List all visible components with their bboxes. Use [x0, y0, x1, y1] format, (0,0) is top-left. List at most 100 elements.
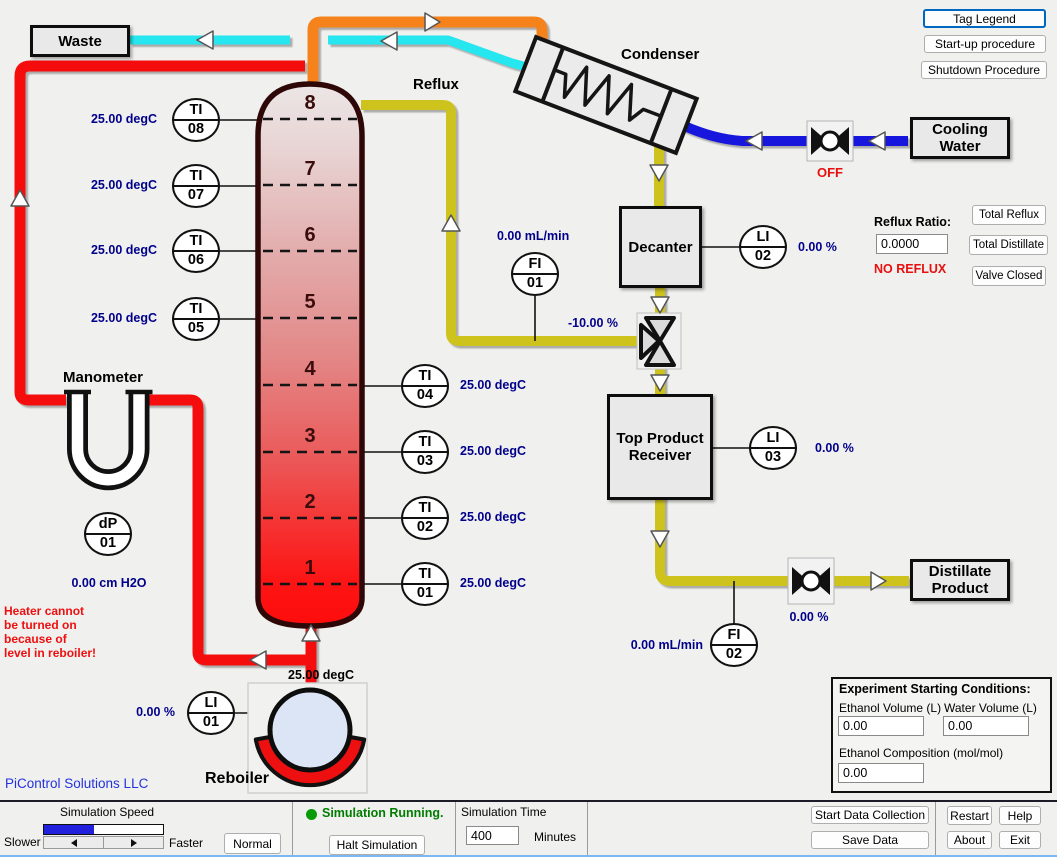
save-data-button[interactable]: Save Data — [811, 831, 929, 849]
faster-label: Faster — [169, 836, 204, 850]
ti03-value: 25.00 degC — [460, 444, 527, 458]
receiver-label: Top Product Receiver — [616, 430, 704, 464]
indicator-ti06: TI 06 — [172, 229, 220, 273]
tray-number-4: 4 — [304, 358, 316, 380]
hot-arrow-left — [249, 650, 267, 670]
indicator-fi02: FI 02 — [710, 623, 758, 667]
num: 04 — [416, 387, 434, 403]
brand-text: PiControl Solutions LLC — [5, 776, 149, 791]
distillate-valve[interactable] — [787, 557, 835, 605]
top-product-receiver-box: Top Product Receiver — [607, 394, 713, 500]
tag: LI — [751, 428, 795, 449]
start-data-collection-button[interactable]: Start Data Collection — [811, 806, 929, 824]
dp01-value: 0.00 cm H2O — [71, 576, 147, 590]
ethanol-volume-input[interactable] — [838, 716, 924, 736]
num: 06 — [187, 252, 205, 268]
reflux-valve-value: -10.00 % — [567, 316, 618, 330]
condenser-exchanger — [512, 34, 700, 156]
decanter-out-arrow-down — [650, 296, 670, 314]
num: 01 — [416, 585, 434, 601]
reflux-label: Reflux — [413, 76, 459, 93]
decanter-label: Decanter — [628, 238, 693, 256]
water-volume-label: Water Volume (L) — [944, 701, 1037, 715]
cooling-water-valve[interactable] — [806, 120, 854, 162]
restart-button[interactable]: Restart — [947, 806, 992, 825]
valve-out-arrow-down — [650, 374, 670, 392]
about-button[interactable]: About — [947, 831, 992, 849]
coolant-arrow-left — [196, 30, 214, 50]
num: 01 — [99, 535, 117, 551]
ti02-value: 25.00 degC — [460, 510, 527, 524]
help-button[interactable]: Help — [999, 806, 1041, 825]
tag: LI — [189, 693, 233, 714]
tag: TI — [174, 231, 218, 252]
normal-speed-button[interactable]: Normal — [224, 833, 281, 854]
num: 07 — [187, 187, 205, 203]
distillation-column — [255, 81, 365, 629]
indicator-ti08: TI 08 — [172, 98, 220, 142]
flow-arrows — [10, 12, 887, 670]
slower-label: Slower — [4, 835, 41, 849]
speed-scroll-left-button[interactable] — [43, 836, 104, 849]
heater-warning-line: level in reboiler! — [4, 646, 97, 660]
reflux-three-way-valve[interactable] — [636, 312, 682, 370]
reboiler-label: Reboiler — [205, 770, 270, 787]
reflux-arrow-up — [441, 214, 461, 232]
indicator-ti02: TI 02 — [401, 496, 449, 540]
decanter-box: Decanter — [619, 206, 702, 288]
tag: TI — [403, 432, 447, 453]
indicator-fi01: FI 01 — [511, 252, 559, 296]
num: 03 — [416, 453, 434, 469]
li03-value: 0.00 % — [815, 441, 854, 455]
ethanol-volume-label: Ethanol Volume (L) — [839, 701, 942, 715]
heater-warning-line: be turned on — [4, 618, 77, 632]
tag: TI — [403, 498, 447, 519]
num: 01 — [202, 714, 220, 730]
tag: LI — [741, 227, 785, 248]
reflux-ratio-input[interactable] — [876, 234, 948, 254]
tray-number-6: 6 — [304, 224, 316, 246]
halt-simulation-button[interactable]: Halt Simulation — [329, 835, 425, 855]
ethanol-composition-input[interactable] — [838, 763, 924, 783]
tray-number-8: 8 — [304, 92, 316, 114]
hot-arrow-up — [301, 624, 321, 642]
ti08-value: 25.00 degC — [90, 112, 157, 126]
waste-label: Waste — [58, 32, 102, 50]
tag: TI — [403, 564, 447, 585]
water-volume-input[interactable] — [943, 716, 1029, 736]
condenser-label: Condenser — [621, 46, 700, 63]
tray-number-5: 5 — [304, 291, 316, 313]
cooling-valve-state: OFF — [817, 165, 843, 180]
tray-number-1: 1 — [304, 557, 316, 579]
num: 03 — [764, 449, 782, 465]
experiment-title: Experiment Starting Conditions: — [839, 682, 1031, 696]
tag: TI — [174, 166, 218, 187]
reflux-ratio-label: Reflux Ratio: — [874, 215, 952, 229]
valve-closed-button[interactable]: Valve Closed — [972, 266, 1046, 286]
coolant-arrow-left — [380, 31, 398, 51]
speed-scroll-right-button[interactable] — [103, 836, 164, 849]
exit-button[interactable]: Exit — [999, 831, 1041, 849]
reboiler-vessel — [247, 682, 368, 794]
distillate-valve-value: 0.00 % — [789, 610, 829, 624]
simulation-speed-label: Simulation Speed — [60, 805, 155, 819]
simulation-status-text: Simulation Running. — [322, 806, 444, 820]
tray-number-2: 2 — [304, 491, 316, 513]
indicator-ti05: TI 05 — [172, 297, 220, 341]
vapor-arrow-right — [424, 12, 441, 32]
distillate-product-label: Distillate Product — [928, 563, 992, 597]
simulation-time-label: Simulation Time — [461, 805, 547, 819]
ti06-value: 25.00 degC — [90, 243, 157, 257]
condensate-arrow-down — [649, 164, 669, 182]
manometer-utube — [64, 389, 153, 491]
num: 02 — [725, 646, 743, 662]
tag-legend-button[interactable]: Tag Legend — [923, 9, 1046, 28]
simulation-time-input[interactable] — [466, 826, 519, 845]
reflux-status: NO REFLUX — [874, 262, 947, 276]
shutdown-procedure-button[interactable]: Shutdown Procedure — [921, 61, 1047, 79]
total-distillate-button[interactable]: Total Distillate — [969, 235, 1048, 255]
window-edge — [0, 855, 1057, 857]
startup-procedure-button[interactable]: Start-up procedure — [924, 35, 1046, 53]
total-reflux-button[interactable]: Total Reflux — [972, 205, 1046, 225]
